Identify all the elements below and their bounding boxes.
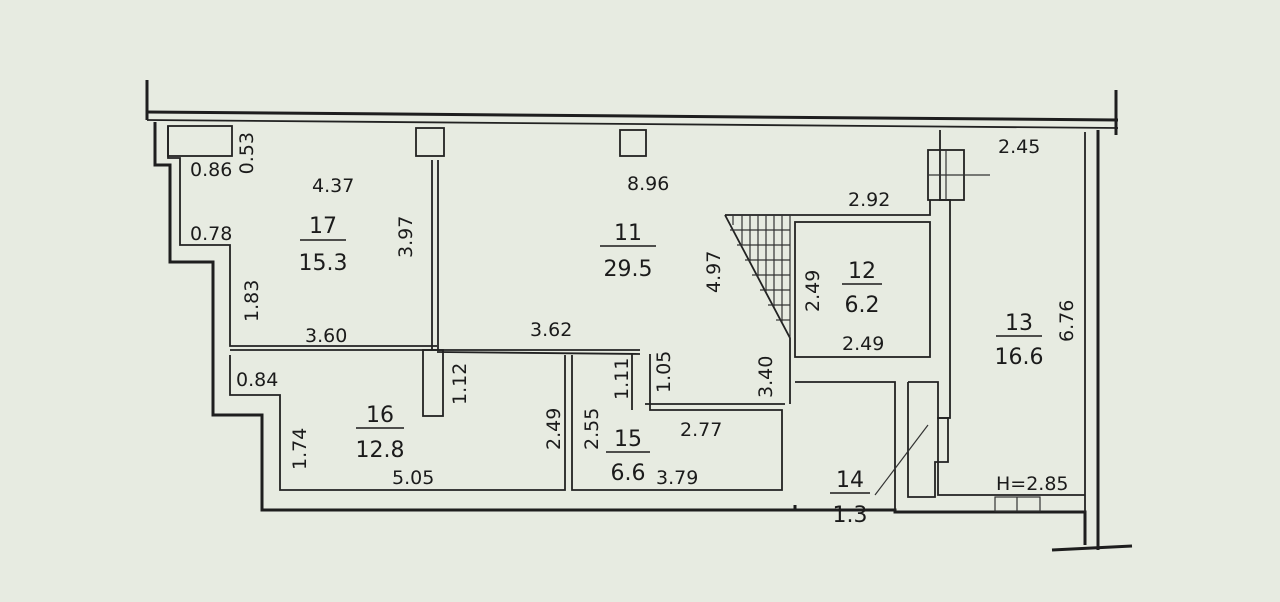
room-16-label: 16 12.8	[356, 403, 405, 463]
room-number: 15	[614, 427, 642, 452]
dim-2-45: 2.45	[998, 136, 1040, 158]
dim-2-77: 2.77	[680, 419, 722, 441]
left-stepped-wall	[153, 122, 797, 512]
dim-4-97: 4.97	[703, 251, 725, 293]
dim-3-62: 3.62	[530, 319, 572, 341]
dim-1-12: 1.12	[449, 363, 471, 405]
bottom-right-tick	[1051, 544, 1133, 552]
room12-top	[725, 200, 931, 216]
height-label: H=2.85	[996, 473, 1069, 495]
dim-2-49-room12-v: 2.49	[802, 270, 824, 312]
room-area: 6.6	[611, 461, 646, 486]
room-number: 14	[836, 468, 864, 493]
room-15-label: 15 6.6	[606, 427, 650, 486]
dim-2-55: 2.55	[581, 408, 603, 450]
dim-2-49-room16: 2.49	[543, 408, 565, 450]
room-11-label: 11 29.5	[600, 221, 656, 282]
room14-inner	[907, 381, 949, 498]
room-17-label: 17 15.3	[299, 214, 348, 276]
room-area: 12.8	[356, 438, 405, 463]
column-16	[422, 349, 444, 417]
bottom-right-wall	[795, 508, 1087, 545]
room12-wall	[794, 221, 931, 358]
dim-1-05: 1.05	[653, 351, 675, 393]
dim-3-40: 3.40	[755, 356, 777, 398]
room-area: 29.5	[604, 257, 653, 282]
dim-1-74: 1.74	[289, 428, 311, 470]
interior-walls	[167, 125, 1085, 512]
room14-leader	[874, 424, 929, 496]
dim-3-60: 3.60	[305, 325, 347, 347]
room14-wall	[795, 381, 896, 510]
exterior-walls	[145, 80, 1133, 552]
dim-5-05: 5.05	[392, 467, 434, 489]
dim-8-96: 8.96	[627, 173, 669, 195]
dim-4-37: 4.37	[312, 175, 354, 197]
column-17	[415, 127, 445, 157]
dim-0-78: 0.78	[190, 223, 232, 245]
room15-wall	[571, 354, 783, 491]
top-outer-wall	[146, 110, 1119, 122]
room-area: 6.2	[845, 293, 880, 318]
partition-horizontal-b	[436, 351, 641, 355]
room-area: 16.6	[995, 345, 1044, 370]
dim-6-76: 6.76	[1056, 300, 1078, 342]
room-12-label: 12 6.2	[842, 259, 882, 318]
room-14-label: 14 1.3	[830, 468, 870, 528]
dimension-labels: 0.53 0.86 4.37 0.78 1.83 3.97 3.60 8.96 …	[190, 132, 1078, 495]
room-number: 12	[848, 259, 876, 284]
dim-3-97: 3.97	[395, 216, 417, 258]
room-number: 16	[366, 403, 394, 428]
dim-2-92: 2.92	[848, 189, 890, 211]
dim-0-84: 0.84	[236, 369, 278, 391]
room-area: 15.3	[299, 251, 348, 276]
room17-niche	[167, 125, 233, 157]
dim-3-79: 3.79	[656, 467, 698, 489]
room17-wall	[167, 126, 437, 347]
room-number: 11	[614, 221, 642, 246]
room16-wall	[229, 355, 566, 491]
top-inner-wall	[146, 119, 1119, 129]
dim-0-53: 0.53	[236, 132, 258, 174]
dim-2-49-room12-h: 2.49	[842, 333, 884, 355]
room-13-label: 13 16.6	[995, 311, 1044, 370]
dim-0-86: 0.86	[190, 159, 232, 181]
staircase	[724, 214, 791, 404]
room-number: 13	[1005, 311, 1033, 336]
room-area: 1.3	[833, 503, 868, 528]
room-number: 17	[309, 214, 337, 239]
dim-1-11: 1.11	[611, 358, 633, 400]
dim-1-83: 1.83	[241, 280, 263, 322]
column-11	[619, 129, 647, 157]
